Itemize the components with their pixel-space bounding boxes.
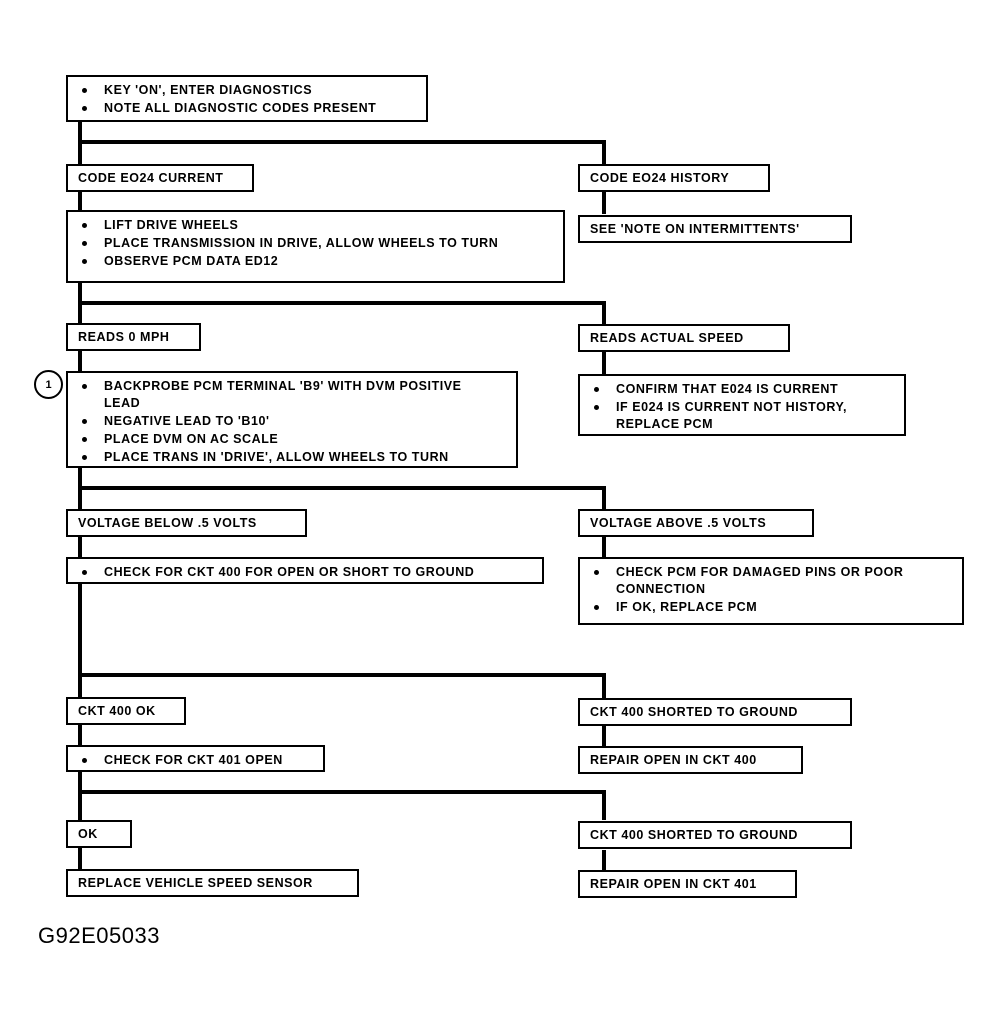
connector-reads-actual-down [602,352,606,374]
node-ckt-400-shorted-lower[interactable]: CKT 400 SHORTED TO GROUND [578,821,852,849]
connector-to-reads-zero [78,301,82,325]
connector-shorted-b-down [602,850,606,872]
node-see-note-on-intermittents[interactable]: SEE 'NOTE ON INTERMITTENTS' [578,215,852,243]
connector-code-history-down [602,192,606,214]
connector-lift-stub [78,283,82,305]
backprobe-bullets: BACKPROBE PCM TERMINAL 'B9' WITH DVM POS… [76,378,508,466]
connector-to-voltage-below [78,486,82,511]
list-item: CHECK FOR CKT 401 OPEN [76,752,315,769]
connector-split-3 [78,486,606,490]
connector-to-code-history [602,140,606,166]
check-pcm-bullets: CHECK PCM FOR DAMAGED PINS OR POOR CONNE… [588,564,954,616]
node-start-step[interactable]: KEY 'ON', ENTER DIAGNOSTICS NOTE ALL DIA… [66,75,428,122]
list-item: KEY 'ON', ENTER DIAGNOSTICS [76,82,418,99]
connector-backprobe-stub [78,468,82,490]
connector-to-voltage-above [602,486,606,511]
node-ckt-400-shorted-upper[interactable]: CKT 400 SHORTED TO GROUND [578,698,852,726]
node-label: CKT 400 SHORTED TO GROUND [590,827,798,842]
node-label: VOLTAGE BELOW .5 VOLTS [78,515,257,530]
list-item: CHECK FOR CKT 400 FOR OPEN OR SHORT TO G… [76,564,534,581]
list-item: CHECK PCM FOR DAMAGED PINS OR POOR CONNE… [588,564,916,598]
connector-to-reads-actual [602,301,606,326]
list-item: IF OK, REPLACE PCM [588,599,954,616]
node-check-ckt-400[interactable]: CHECK FOR CKT 400 FOR OPEN OR SHORT TO G… [66,557,544,584]
node-repair-open-ckt-401[interactable]: REPAIR OPEN IN CKT 401 [578,870,797,898]
connector-code-current-down [78,190,82,212]
node-label: VOLTAGE ABOVE .5 VOLTS [590,515,767,530]
connector-split-1 [78,140,606,144]
list-item: IF E024 IS CURRENT NOT HISTORY, REPLACE … [588,399,874,433]
node-check-pcm-pins[interactable]: CHECK PCM FOR DAMAGED PINS OR POOR CONNE… [578,557,964,625]
node-label: SEE 'NOTE ON INTERMITTENTS' [590,221,800,236]
node-label: REPLACE VEHICLE SPEED SENSOR [78,875,313,890]
node-reads-0-mph[interactable]: READS 0 MPH [66,323,201,351]
node-check-ckt-401-open[interactable]: CHECK FOR CKT 401 OPEN [66,745,325,772]
node-label: CODE EO24 CURRENT [78,170,224,185]
list-item: CONFIRM THAT E024 IS CURRENT [588,381,896,398]
connector-check400-stub [78,584,82,676]
connector-start-stub [78,120,82,142]
connector-split-5 [78,790,606,794]
node-lift-drive-wheels[interactable]: LIFT DRIVE WHEELS PLACE TRANSMISSION IN … [66,210,565,283]
node-code-eo24-current[interactable]: CODE EO24 CURRENT [66,164,254,192]
node-confirm-e024-current[interactable]: CONFIRM THAT E024 IS CURRENT IF E024 IS … [578,374,906,436]
list-item: OBSERVE PCM DATA ED12 [76,253,555,270]
node-replace-vehicle-speed-sensor[interactable]: REPLACE VEHICLE SPEED SENSOR [66,869,359,897]
lift-wheels-bullets: LIFT DRIVE WHEELS PLACE TRANSMISSION IN … [76,217,555,270]
node-label: REPAIR OPEN IN CKT 400 [590,752,757,767]
list-item: PLACE DVM ON AC SCALE [76,431,508,448]
check-ckt400-bullets: CHECK FOR CKT 400 FOR OPEN OR SHORT TO G… [76,564,534,581]
connector-ckt400ok-down [78,724,82,746]
node-voltage-above-point5[interactable]: VOLTAGE ABOVE .5 VOLTS [578,509,814,537]
connector-to-ckt400-shorted-a [602,673,606,699]
node-reads-actual-speed[interactable]: READS ACTUAL SPEED [578,324,790,352]
node-label: REPAIR OPEN IN CKT 401 [590,876,757,891]
list-item: LIFT DRIVE WHEELS [76,217,555,234]
connector-check401-stub [78,772,82,794]
connector-ok-down [78,848,82,870]
node-backprobe-pcm[interactable]: BACKPROBE PCM TERMINAL 'B9' WITH DVM POS… [66,371,518,468]
node-label: OK [78,826,98,841]
node-label: CKT 400 OK [78,703,156,718]
connector-to-ckt400-ok [78,673,82,699]
start-step-bullets: KEY 'ON', ENTER DIAGNOSTICS NOTE ALL DIA… [76,82,418,117]
check-ckt401-bullets: CHECK FOR CKT 401 OPEN [76,752,315,769]
connector-to-ckt400-shorted-b [602,790,606,820]
connector-reads-zero-down [78,351,82,373]
node-label: CKT 400 SHORTED TO GROUND [590,704,798,719]
list-item: NEGATIVE LEAD TO 'B10' [76,413,508,430]
node-ckt-400-ok[interactable]: CKT 400 OK [66,697,186,725]
node-label: READS 0 MPH [78,329,170,344]
node-label: READS ACTUAL SPEED [590,330,744,345]
reference-marker-label: 1 [45,378,52,391]
list-item: PLACE TRANSMISSION IN DRIVE, ALLOW WHEEL… [76,235,555,252]
figure-caption: G92E05033 [38,923,160,948]
node-voltage-below-point5[interactable]: VOLTAGE BELOW .5 VOLTS [66,509,307,537]
node-ok[interactable]: OK [66,820,132,848]
node-label: CODE EO24 HISTORY [590,170,730,185]
list-item: PLACE TRANS IN 'DRIVE', ALLOW WHEELS TO … [76,449,508,466]
node-repair-open-ckt-400[interactable]: REPAIR OPEN IN CKT 400 [578,746,803,774]
connector-split-4 [78,673,606,677]
reference-marker-1[interactable]: 1 [34,370,63,399]
connector-split-2 [78,301,606,305]
connector-to-ok [78,790,82,820]
list-item: BACKPROBE PCM TERMINAL 'B9' WITH DVM POS… [76,378,464,412]
connector-shorted-a-down [602,726,606,748]
list-item: NOTE ALL DIAGNOSTIC CODES PRESENT [76,100,418,117]
node-code-eo24-history[interactable]: CODE EO24 HISTORY [578,164,770,192]
connector-to-code-current [78,140,82,166]
connector-voltage-below-down [78,537,82,559]
connector-voltage-above-down [602,537,606,559]
confirm-bullets: CONFIRM THAT E024 IS CURRENT IF E024 IS … [588,381,896,433]
